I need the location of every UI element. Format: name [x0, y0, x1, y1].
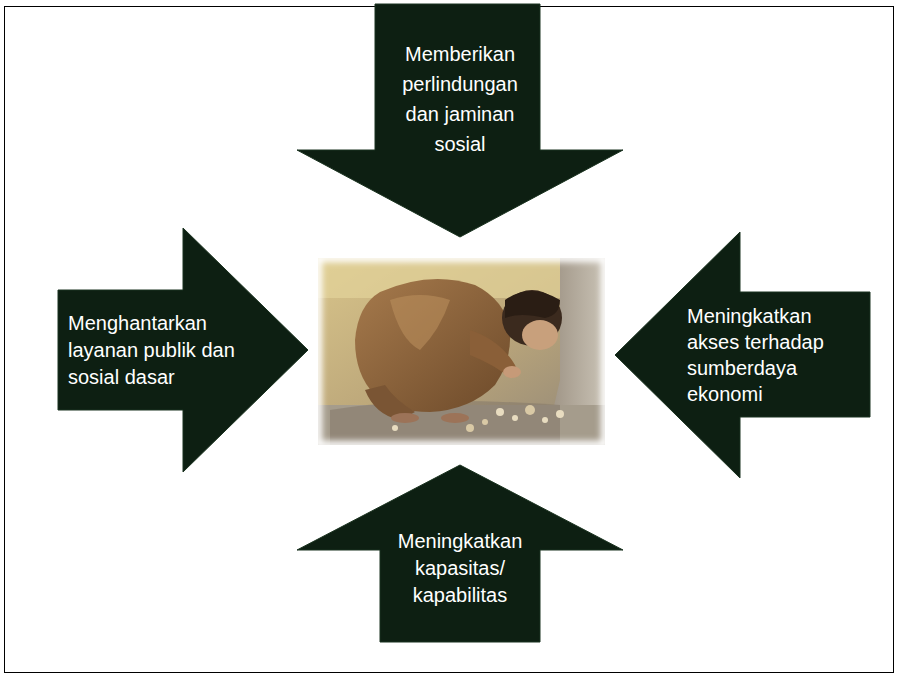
arrow-label: Menghantarkan layanan publik dan sosial … [68, 310, 246, 391]
text-area: Meningkatkan akses terhadap sumberdaya e… [687, 292, 857, 417]
arrow-outline [297, 465, 623, 642]
arrow-label: Memberikan perlindungan dan jaminan sosi… [385, 39, 535, 159]
text-area: Meningkatkan kapasitas/ kapabilitas [385, 505, 535, 631]
arrow-label: Meningkatkan akses terhadap sumberdaya e… [687, 303, 857, 407]
arrow-node: Memberikan perlindungan dan jaminan sosi… [297, 4, 623, 237]
photo-vignette [318, 258, 605, 445]
photo [318, 258, 605, 445]
arrow-shape [297, 465, 623, 642]
arrow-label: Meningkatkan kapasitas/ kapabilitas [385, 528, 535, 609]
arrow-shape [615, 232, 870, 478]
arrow-node: Meningkatkan akses terhadap sumberdaya e… [615, 232, 870, 478]
arrow-outline [58, 228, 308, 472]
frame [5, 7, 894, 673]
text-area: Menghantarkan layanan publik dan sosial … [68, 290, 246, 410]
arrow-node: Meningkatkan kapasitas/ kapabilitas [297, 465, 623, 642]
arrow-node: Menghantarkan layanan publik dan sosial … [58, 228, 308, 472]
text-area: Memberikan perlindungan dan jaminan sosi… [385, 16, 535, 182]
arrow-outline [615, 232, 870, 478]
arrow-outline [297, 4, 623, 237]
